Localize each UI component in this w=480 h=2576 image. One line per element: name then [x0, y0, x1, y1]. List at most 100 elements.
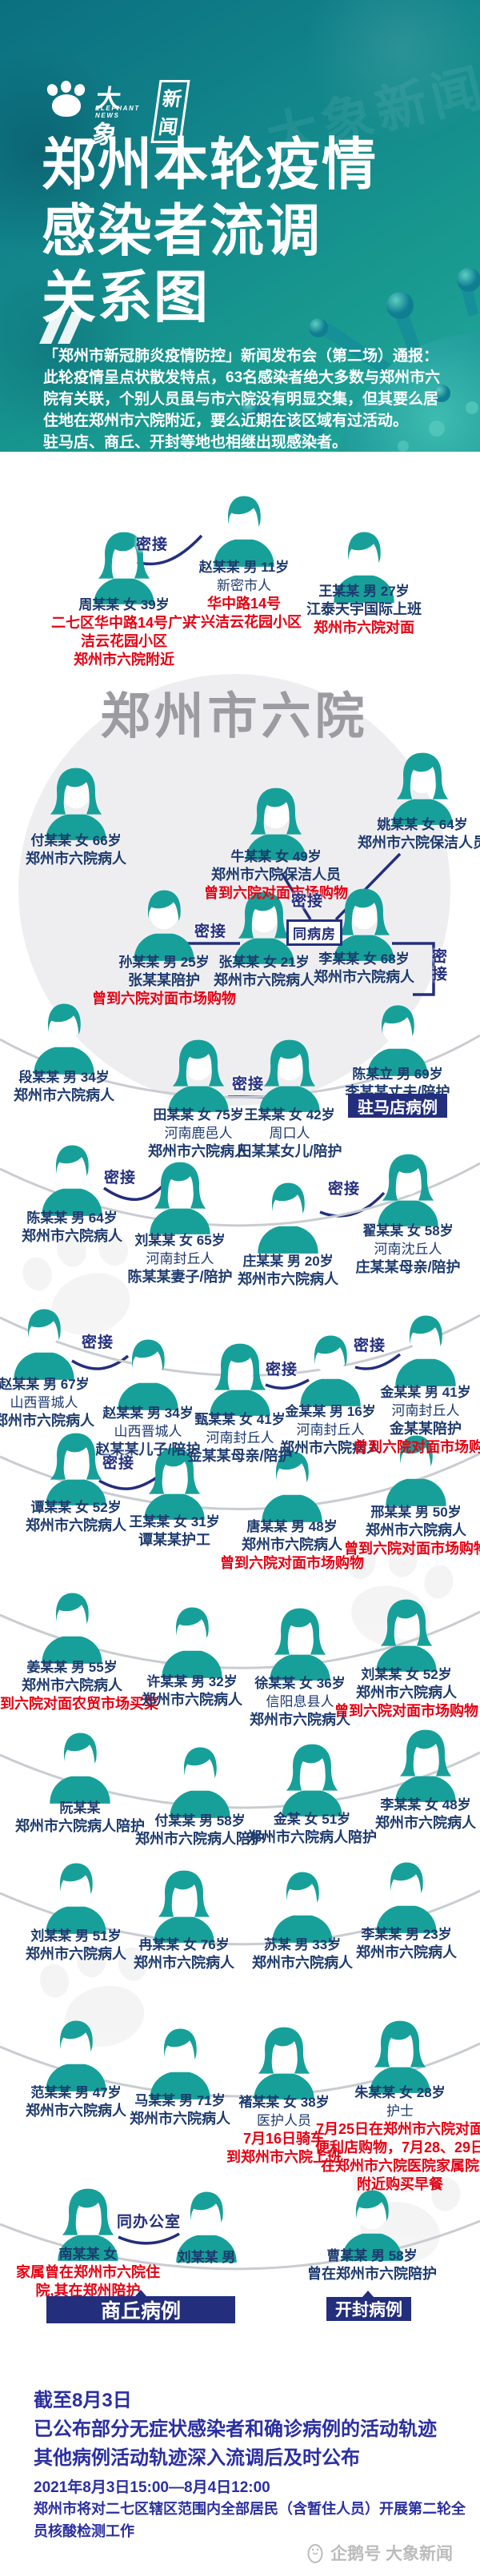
person-label: 李某某 女 48岁郑州市六院病人: [328, 1796, 480, 1832]
person-info-line: 护士: [386, 2103, 414, 2119]
person-label: 付某某 女 66岁郑州市六院病人: [0, 831, 174, 868]
paw-icon: [45, 81, 87, 117]
person-info-line: 郑州市六院病人: [214, 972, 314, 988]
person-activity-note: 曾到六院对面市场购物: [92, 991, 236, 1007]
relationship-label: 密接: [194, 923, 227, 940]
person-avatar: [386, 748, 459, 825]
publisher-credit-text: 企鹅号 大象新闻: [330, 2545, 453, 2563]
person-info-line: 郑州市六院病人: [252, 1955, 353, 1971]
person-info-line: 郑州市六院病人: [242, 1537, 342, 1553]
person-activity-note: 曾到六院对面市场购物: [220, 1555, 364, 1571]
person-label: 金某某 男 41岁河南封丘人金某某陪护曾到六院对面市场购物: [328, 1383, 480, 1457]
person-info-line: 庄某某母亲/陪护: [355, 1259, 461, 1275]
person-info-line: 赵某某 男 67岁: [0, 1377, 90, 1392]
relationship-label: 密接: [82, 1334, 114, 1351]
person-info-line: 陈某某妻子/陪护: [127, 1269, 233, 1285]
person-avatar: [162, 1035, 235, 1112]
person-avatar: [39, 1857, 113, 1934]
person-activity-note: 郑州市六院附近: [74, 652, 174, 668]
person-avatar: [389, 1725, 462, 1802]
person-info-line: 山西晋城人: [10, 1395, 78, 1410]
person-info-line: 金某某 男 16岁: [285, 1404, 376, 1419]
person-info-line: 郑州市六院病人: [14, 1087, 114, 1103]
person-activity-note: 曾到六院对面农贸市场买菜: [0, 1696, 158, 1712]
person-info-line: 褚某某 女 38岁: [238, 2095, 330, 2110]
person-info-line: 郑州市六院病人: [238, 1271, 338, 1287]
person-label: 田某某 女 75岁河南鹿邑人郑州市六院病人: [101, 1106, 296, 1161]
person-info-line: 信阳息县人: [266, 1694, 334, 1709]
person-label: 张某某 女 21岁郑州市六院病人: [166, 953, 362, 990]
intro-line-4: 住地在郑州市六院附近，要么近期在该区域有过活动。: [43, 413, 409, 429]
footer-schedule-line-2: 郑州市将对二七区辖区范围内全部居民（含暂住人员）开展第二轮全: [34, 2501, 466, 2517]
person-info-line: 郑州市六院病人陪护: [135, 1831, 265, 1847]
person-info-line: 翟某某 女 58岁: [362, 1223, 454, 1238]
person-info-line: 郑州市六院病人: [0, 1413, 94, 1429]
person-info-line: 王某某 男 27岁: [318, 584, 410, 599]
person-info-line: 曹某某 男 58岁: [326, 2248, 418, 2263]
relationship-label: 密接: [430, 948, 446, 983]
person-info-line: 田某某 女 75岁: [153, 1107, 244, 1123]
person-info-line: 郑州市六院病人: [26, 1517, 126, 1533]
person-info-line: 郑州市六院病人: [26, 851, 126, 867]
person-activity-note: 曾到六院对面市场购物: [354, 1439, 480, 1455]
person-label: 许某某 男 32岁郑州市六院病人: [94, 1673, 290, 1709]
badge-pointer: [362, 2291, 374, 2297]
person-activity-note: 郑州市六院对面: [314, 620, 414, 636]
person-label: 李某某 男 23岁郑州市六院病人: [309, 1925, 480, 1962]
person-activity-note: 广兴洁云花园小区: [186, 614, 302, 630]
person-avatar: [35, 1139, 109, 1216]
decor-blob: [0, 264, 144, 440]
person-info-line: 郑州市六院病人: [356, 1944, 457, 1960]
person-activity-note: 到郑州市六院上班: [226, 2149, 342, 2165]
person-info-line: 郑州市六院病人: [26, 2103, 126, 2119]
person-info-line: 王某某 女 31岁: [129, 1514, 220, 1529]
person-info-line: 孙某某 男 25岁: [118, 955, 210, 970]
person-avatar: [227, 887, 301, 964]
footer-schedule-line-3: 员核酸检测工作: [34, 2523, 134, 2539]
person-info-line: 郑州市六院病人: [22, 1228, 122, 1244]
person-avatar: [7, 1303, 81, 1380]
person-info-line: 姚某某 女 64岁: [377, 817, 468, 832]
person-info-line: 徐某某 女 36岁: [254, 1676, 346, 1691]
intro-line-1: 「郑州市新冠肺炎疫情防控」新闻发布会（第二场）通报：: [43, 348, 439, 365]
person-info-line: 河南封丘人: [206, 1430, 274, 1446]
relationship-label: 密接: [102, 1455, 135, 1472]
person-info-line: 牛某某 女 49岁: [230, 849, 322, 864]
person-avatar: [389, 1310, 462, 1386]
person-info-line: 段某某 男 34岁: [18, 1070, 110, 1085]
person-label: 王某某 女 42岁周口人田某某女儿/陪护: [192, 1106, 387, 1161]
person-info-line: 郑州市六院保洁人员: [358, 835, 480, 851]
person-label: 邢某某 男 50岁郑州市六院病人曾到六院对面市场购物: [318, 1503, 480, 1558]
person-label: 曹某某 男 58岁曾在郑州市六院陪护: [274, 2247, 470, 2283]
penguin-icon: [307, 2544, 323, 2563]
person-info-line: 郑州市六院病人: [356, 1685, 457, 1701]
person-label: 徐某某 女 36岁信阳息县人郑州市六院病人: [202, 1674, 398, 1729]
person-info-line: 曾在郑州市六院陪护: [307, 2266, 437, 2282]
person-label: 姚某某 女 64岁郑州市六院保洁人员: [325, 815, 480, 852]
person-avatar: [370, 1856, 443, 1933]
case-region-badge: 驻马店病例: [348, 1094, 447, 1118]
person-avatar: [327, 526, 401, 603]
case-region-badge: 商丘病例: [46, 2290, 235, 2323]
person-activity-note: 7月16日骑车: [242, 2131, 326, 2147]
footer-note-line-1: 已公布部分无症状感染者和确诊病例的活动轨迹: [34, 2418, 437, 2440]
person-info-line: 李某某 女 48岁: [380, 1797, 471, 1812]
person-info-line: 甄某某 女 41岁: [194, 1412, 286, 1427]
person-avatar: [39, 764, 113, 840]
brand-name-en: ELEPHANT NEWS: [95, 105, 140, 119]
person-info-line: 陈某某 男 64岁: [26, 1210, 118, 1226]
person-label: 金某某 男 16岁河南封丘人郑州市六院病人: [233, 1402, 428, 1457]
person-activity-note: 曾到六院对面市场购物: [344, 1541, 480, 1557]
person-label: 翟某某 女 58岁河南沈丘人庄某某母亲/陪护: [310, 1222, 480, 1277]
person-info-line: 邢某某 男 50岁: [370, 1505, 462, 1520]
person-avatar: [371, 1150, 445, 1226]
publisher-credit: 企鹅号 大象新闻: [306, 2541, 453, 2565]
person-info-line: 郑州市六院病人: [314, 969, 414, 985]
person-info-line: 山西晋城人: [114, 1424, 182, 1439]
footer-schedule-line-1: 2021年8月3日15:00—8月4日12:00: [34, 2479, 270, 2496]
person-info-line: 金某某 男 41岁: [380, 1385, 471, 1400]
person-avatar: [207, 490, 281, 567]
person-info-line: 郑州市六院保洁人员: [211, 867, 341, 883]
